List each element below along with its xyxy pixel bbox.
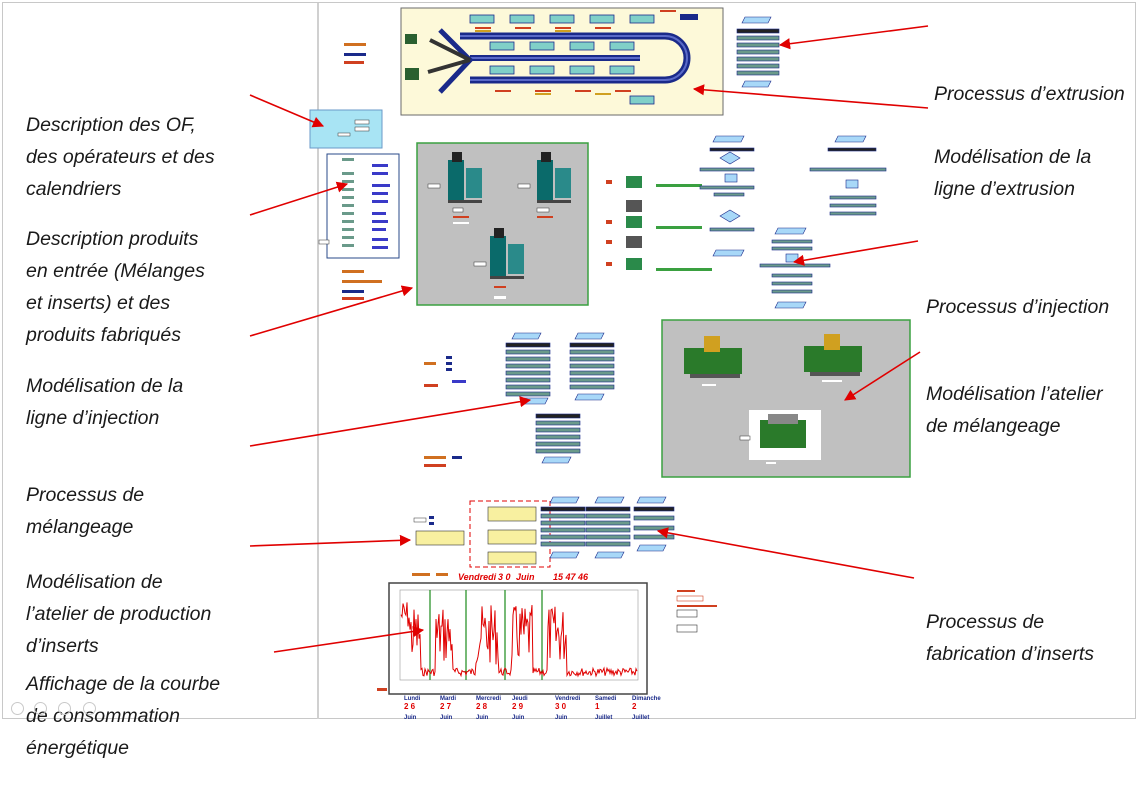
day-month-4: Juin [555,715,568,721]
energy-header-month: Juin [516,572,535,582]
label-injection-process: Processus d’injection [926,296,1110,318]
energy-header-day: Vendredi [458,572,497,582]
insert-process-flow[interactable] [540,496,675,559]
arrow-product-description [249,181,349,216]
day-number-3: 2 9 [512,702,524,711]
day-number-6: 2 [632,702,637,711]
extrusion-process-flow[interactable] [736,16,780,88]
injection-process-flow[interactable] [699,135,887,309]
day-name-1: Mardi [440,696,456,702]
day-month-2: Juin [476,715,489,721]
energy-header-date: 3 0 [498,572,511,582]
product-widgets[interactable] [342,270,382,300]
injection-press-2 [517,152,571,218]
mixing-workshop-model[interactable] [661,319,911,478]
day-name-5: Samedi [595,696,617,702]
mixer-2 [804,334,862,382]
window-frame [2,2,1136,719]
day-month-1: Juin [440,715,453,721]
arrow-injection-process [792,240,919,266]
day-month-3: Juin [512,715,525,721]
energy-chart[interactable]: Vendredi 3 0 Juin 15 47 46 [377,572,648,695]
day-name-6: Dimanche [632,696,661,702]
arrow-energy-curve [273,625,425,653]
panel-divider [317,3,319,719]
energy-legend[interactable] [676,590,717,633]
arrow-of-description [249,94,325,128]
arrow-mixing-process [249,396,532,447]
energy-curve-line [400,602,638,678]
zoom-icon[interactable] [58,702,71,715]
extrusion-line-model[interactable] [400,7,724,116]
day-name-0: Lundi [404,696,421,702]
day-name-3: Jeudi [512,696,528,702]
arrow-insert-workshop [249,534,412,547]
day-number-0: 2 6 [404,702,416,711]
day-month-5: Juillet [595,715,612,721]
injection-press-1 [427,152,482,224]
top-left-widgets[interactable] [344,43,366,64]
day-number-2: 2 8 [476,702,488,711]
arrow-injection-line [249,285,414,337]
edit-icon[interactable] [11,702,24,715]
arrow-extrusion-process [778,25,929,50]
day-name-4: Vendredi [555,696,581,702]
product-description-panel[interactable] [318,153,400,259]
day-month-6: Juillet [632,715,649,721]
day-number-5: 1 [595,702,600,711]
arrow-extrusion-line [692,84,929,109]
insert-workshop-model[interactable] [412,500,551,576]
arrow-mixing-workshop [844,351,921,401]
mixing-widgets[interactable] [424,356,466,467]
copy-icon[interactable] [34,702,47,715]
day-number-1: 2 7 [440,702,452,711]
annotation-arrows [249,25,929,653]
day-number-4: 3 0 [555,702,567,711]
of-description-box[interactable] [309,109,383,149]
arrow-insert-process [656,527,915,579]
day-month-0: Juin [404,715,417,721]
injection-press-3 [473,228,524,299]
mixer-1 [684,336,742,386]
day-name-2: Mercredi [476,696,501,702]
injection-molds[interactable] [606,176,712,271]
label-extrusion-process: Processus d’extrusion [934,83,1125,105]
calender-mill [739,410,821,464]
more-icon[interactable] [83,702,96,715]
injection-line-model[interactable] [416,142,589,306]
label-of-description: Description des OF,des opérateurs et des… [26,114,215,200]
energy-header-time: 15 47 46 [553,572,589,582]
mixing-process-flow[interactable] [505,332,615,464]
